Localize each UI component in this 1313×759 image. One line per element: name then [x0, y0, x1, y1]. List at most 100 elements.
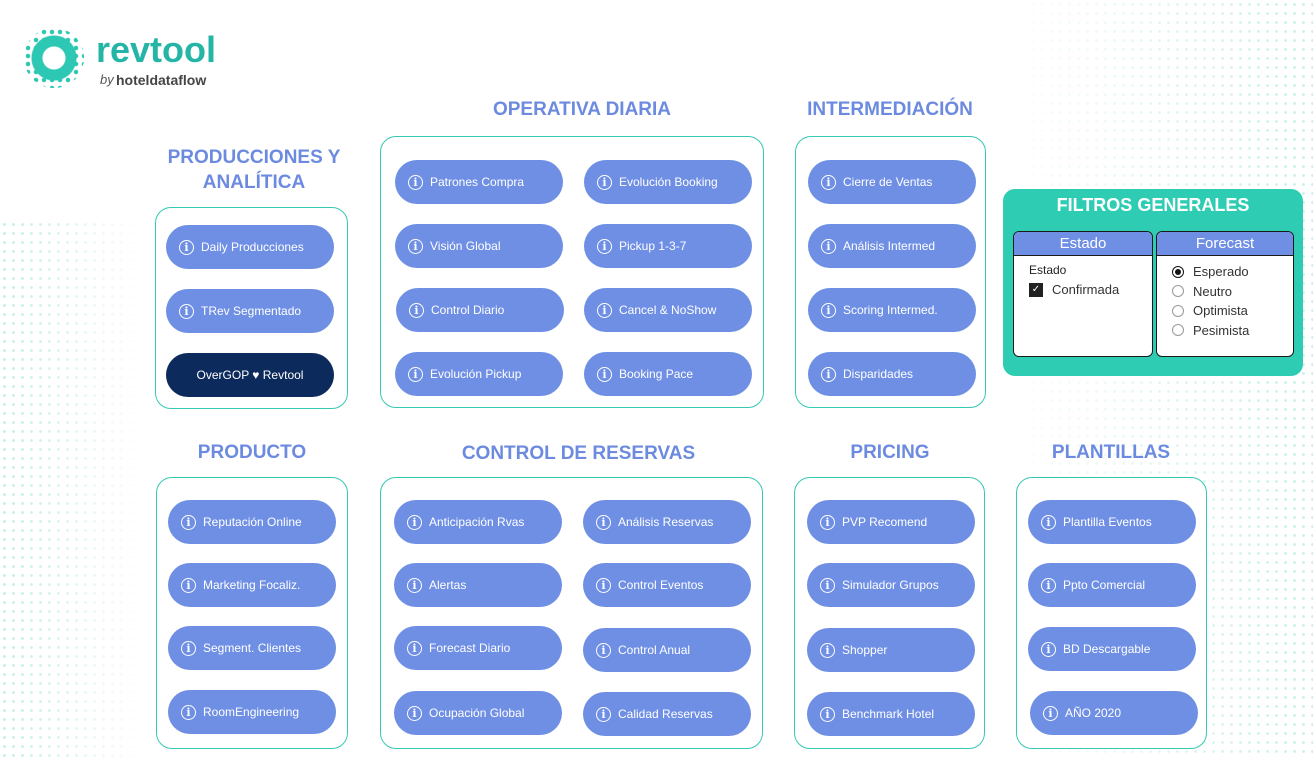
- section-title-intermediacion: INTERMEDIACIÓN: [807, 99, 973, 120]
- button-trev-segmentado[interactable]: i TRev Segmentado: [166, 289, 334, 333]
- button-label: Anticipación Rvas: [429, 515, 525, 529]
- button-label: Plantilla Eventos: [1063, 515, 1152, 529]
- button-pickup-137[interactable]: i Pickup 1-3-7: [584, 224, 752, 268]
- button-booking-pace[interactable]: i Booking Pace: [584, 352, 752, 396]
- button-label: TRev Segmentado: [201, 304, 302, 318]
- button-evolucion-booking[interactable]: i Evolución Booking: [584, 160, 752, 204]
- button-pvp-recomend[interactable]: i PVP Recomend: [807, 500, 975, 544]
- info-icon: i: [597, 366, 612, 382]
- section-title-control: CONTROL DE RESERVAS: [461, 443, 696, 464]
- info-icon: i: [181, 514, 196, 530]
- button-label: Benchmark Hotel: [842, 707, 935, 721]
- radio-icon[interactable]: [1172, 324, 1184, 337]
- info-icon: i: [596, 577, 611, 593]
- option-esperado[interactable]: Esperado: [1172, 262, 1293, 282]
- radio-selected-icon[interactable]: [1172, 265, 1184, 278]
- button-disparidades[interactable]: i Disparidades: [808, 352, 976, 396]
- button-shopper[interactable]: i Shopper: [807, 628, 975, 672]
- button-label: Reputación Online: [203, 515, 302, 529]
- button-simulador-grupos[interactable]: i Simulador Grupos: [807, 563, 975, 607]
- button-label: OverGOP ♥ Revtool: [196, 368, 304, 382]
- section-title-plantillas: PLANTILLAS: [1051, 442, 1171, 463]
- button-label: Evolución Booking: [619, 175, 718, 189]
- button-label: Visión Global: [430, 239, 501, 253]
- radio-icon[interactable]: [1172, 304, 1184, 317]
- button-cierre-ventas[interactable]: i Cierre de Ventas: [808, 160, 976, 204]
- button-patrones-compra[interactable]: i Patrones Compra: [395, 160, 563, 204]
- info-icon: i: [821, 302, 836, 318]
- info-icon: i: [1043, 705, 1058, 721]
- button-ocupacion-global[interactable]: i Ocupación Global: [394, 691, 562, 735]
- filters-title: FILTROS GENERALES: [1056, 195, 1250, 215]
- button-control-diario[interactable]: i Control Diario: [396, 288, 564, 332]
- button-marketing-focaliz[interactable]: i Marketing Focaliz.: [168, 563, 336, 607]
- logo-mark-icon: [24, 28, 84, 88]
- button-label: BD Descargable: [1063, 642, 1151, 656]
- info-icon: i: [597, 238, 612, 254]
- info-icon: i: [596, 706, 611, 722]
- info-icon: i: [407, 514, 422, 530]
- button-overgop-revtool[interactable]: OverGOP ♥ Revtool: [166, 353, 334, 397]
- slicer-estado: Estado Estado ✓ Confirmada: [1013, 231, 1153, 357]
- option-optimista[interactable]: Optimista: [1172, 301, 1293, 321]
- button-roomengineering[interactable]: i RoomEngineering: [168, 690, 336, 734]
- info-icon: i: [181, 640, 196, 656]
- button-label: Pickup 1-3-7: [619, 239, 687, 253]
- section-title-pricing: PRICING: [850, 442, 930, 463]
- section-title-producto: PRODUCTO: [197, 442, 307, 463]
- button-label: Calidad Reservas: [618, 707, 713, 721]
- button-ppto-comercial[interactable]: i Ppto Comercial: [1028, 563, 1196, 607]
- option-label: Optimista: [1193, 303, 1248, 319]
- info-icon: i: [408, 174, 423, 190]
- button-label: Forecast Diario: [429, 641, 511, 655]
- info-icon: i: [821, 238, 836, 254]
- button-cancel-noshow[interactable]: i Cancel & NoShow: [584, 288, 752, 332]
- section-title-producciones: PRODUCCIONES Y ANALÍTICA: [167, 147, 341, 193]
- button-label: Ocupación Global: [429, 706, 525, 720]
- logo-name: revtool: [96, 29, 217, 70]
- option-neutro[interactable]: Neutro: [1172, 282, 1293, 302]
- button-alertas[interactable]: i Alertas: [394, 563, 562, 607]
- button-label: Cancel & NoShow: [619, 303, 717, 317]
- button-analisis-reservas[interactable]: i Análisis Reservas: [583, 500, 751, 544]
- button-control-eventos[interactable]: i Control Eventos: [583, 563, 751, 607]
- button-label: Control Anual: [618, 643, 691, 657]
- info-icon: i: [407, 705, 422, 721]
- button-plantilla-eventos[interactable]: i Plantilla Eventos: [1028, 500, 1196, 544]
- logo-by: by: [100, 72, 114, 87]
- info-icon: i: [408, 366, 423, 382]
- option-pesimista[interactable]: Pesimista: [1172, 321, 1293, 341]
- info-icon: i: [1041, 514, 1056, 530]
- button-reputacion-online[interactable]: i Reputación Online: [168, 500, 336, 544]
- option-label: Confirmada: [1052, 282, 1120, 297]
- info-icon: i: [821, 174, 836, 190]
- info-icon: i: [179, 303, 194, 319]
- button-label: PVP Recomend: [842, 515, 928, 529]
- info-icon: i: [409, 302, 424, 318]
- button-analisis-intermed[interactable]: i Análisis Intermed: [808, 224, 976, 268]
- button-evolucion-pickup[interactable]: i Evolución Pickup: [395, 352, 563, 396]
- button-anticipacion-rvas[interactable]: i Anticipación Rvas: [394, 500, 562, 544]
- info-icon: i: [408, 238, 423, 254]
- button-control-anual[interactable]: i Control Anual: [583, 628, 751, 672]
- button-segment-clientes[interactable]: i Segment. Clientes: [168, 626, 336, 670]
- button-label: Ppto Comercial: [1063, 578, 1146, 592]
- brand-logo: revtool by hoteldataflow: [24, 26, 224, 92]
- button-calidad-reservas[interactable]: i Calidad Reservas: [583, 692, 751, 736]
- option-confirmada[interactable]: ✓ Confirmada: [1029, 282, 1152, 297]
- checkmark-icon[interactable]: ✓: [1029, 282, 1043, 297]
- info-icon: i: [597, 302, 612, 318]
- option-label: Neutro: [1193, 283, 1233, 299]
- info-icon: i: [181, 577, 196, 593]
- button-vision-global[interactable]: i Visión Global: [395, 224, 563, 268]
- info-icon: i: [179, 239, 194, 255]
- button-bd-descargable[interactable]: i BD Descargable: [1028, 627, 1196, 671]
- button-ano-2020[interactable]: i AÑO 2020: [1030, 691, 1198, 735]
- button-scoring-intermed[interactable]: i Scoring Intermed.: [808, 288, 976, 332]
- button-forecast-diario[interactable]: i Forecast Diario: [394, 626, 562, 670]
- button-benchmark-hotel[interactable]: i Benchmark Hotel: [807, 692, 975, 736]
- radio-icon[interactable]: [1172, 285, 1184, 298]
- button-label: Análisis Reservas: [618, 515, 714, 529]
- decorative-dots-left: [0, 220, 150, 759]
- button-daily-producciones[interactable]: i Daily Producciones: [166, 225, 334, 269]
